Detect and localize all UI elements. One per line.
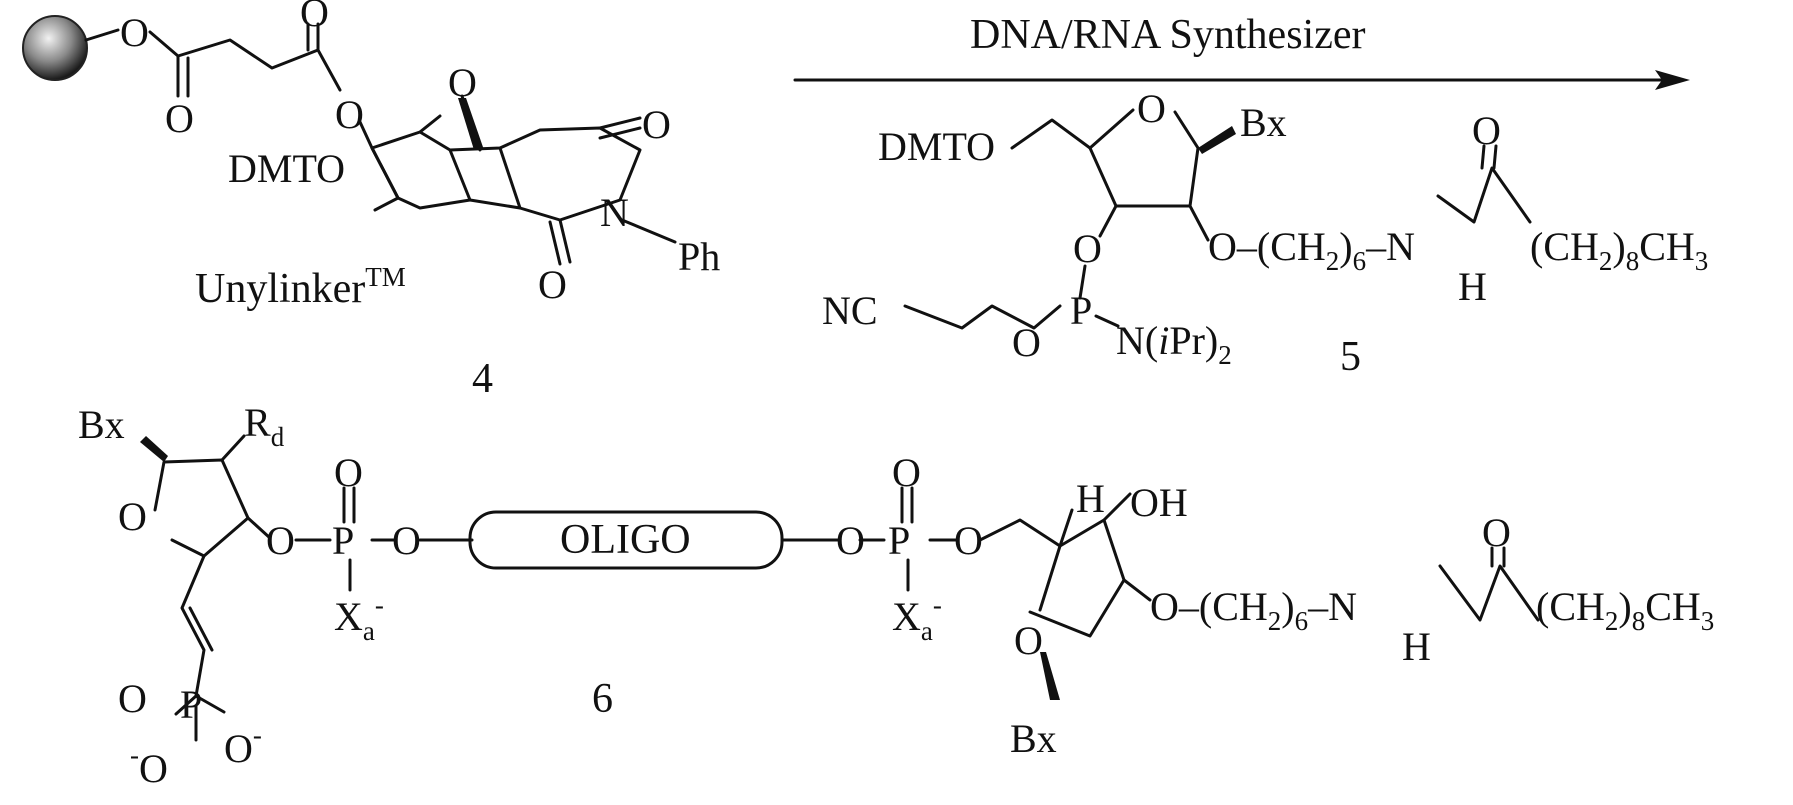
atom-phos-o-left: -O bbox=[130, 740, 168, 791]
atom-o-ester-bead: O bbox=[120, 10, 149, 55]
atom-o-amide-6: O bbox=[1482, 510, 1511, 555]
compound-4-name: UnylinkerTM bbox=[195, 262, 406, 312]
reaction-arrow: DNA/RNA Synthesizer bbox=[795, 12, 1690, 90]
compound-4-number: 4 bbox=[472, 356, 493, 402]
atom-o-cyanoethyl: O bbox=[1012, 320, 1041, 365]
compound-5: DMTO O Bx O P O NC N(iPr)2 O–(CH2)6–N H … bbox=[822, 86, 1708, 380]
atom-bx: Bx bbox=[1240, 100, 1287, 145]
atom-o-before-p-right: O bbox=[836, 518, 865, 563]
atom-o-ring-left: O bbox=[118, 494, 147, 539]
atom-phos-p: P bbox=[180, 682, 202, 727]
arrow-label: DNA/RNA Synthesizer bbox=[970, 12, 1365, 58]
atom-ph: Ph bbox=[678, 234, 720, 279]
atom-r: Rd bbox=[244, 400, 285, 452]
linker-chain-6: O–(CH2)6–N bbox=[1150, 584, 1357, 636]
atom-dmto: DMTO bbox=[228, 146, 345, 191]
atom-n-imide: N bbox=[600, 190, 629, 235]
atom-p-left: P bbox=[332, 518, 354, 563]
atom-nh-h: H bbox=[1458, 264, 1487, 309]
atom-o-amide: O bbox=[1472, 108, 1501, 153]
atom-o3: O bbox=[1073, 226, 1102, 271]
atom-oh: OH bbox=[1130, 480, 1188, 525]
atom-nc: NC bbox=[822, 288, 878, 333]
atom-p: P bbox=[1070, 288, 1092, 333]
atom-dmto: DMTO bbox=[878, 124, 995, 169]
atom-h-top: H bbox=[1076, 476, 1105, 521]
atom-o-bridge: O bbox=[448, 60, 477, 105]
atom-o-ring-right: O bbox=[1014, 618, 1043, 663]
atom-p-right: P bbox=[888, 518, 910, 563]
oligo-label: OLIGO bbox=[560, 517, 691, 563]
atom-o-carbonyl-left: O bbox=[165, 96, 194, 141]
atom-bx-right: Bx bbox=[1010, 716, 1057, 761]
atom-o-after-p-right: O bbox=[954, 518, 983, 563]
fatty-tail-6: (CH2)8CH3 bbox=[1536, 584, 1714, 636]
compound-4: O O O O O DMTO O N Ph O UnylinkerTM 4 bbox=[23, 0, 720, 402]
atom-o-ring: O bbox=[1137, 86, 1166, 131]
fatty-tail: (CH2)8CH3 bbox=[1530, 224, 1708, 276]
atom-phos-o-dbl: O bbox=[118, 676, 147, 721]
linker-chain: O–(CH2)6–N bbox=[1208, 224, 1415, 276]
amine-group: N(iPr)2 bbox=[1116, 318, 1232, 370]
compound-6-number: 6 bbox=[592, 676, 613, 722]
compound-5-number: 5 bbox=[1340, 334, 1361, 380]
atom-o-imide-top: O bbox=[642, 102, 671, 147]
atom-o-link-left: O bbox=[266, 518, 295, 563]
atom-xa-right: Xa- bbox=[892, 590, 942, 646]
compound-6: Bx Rd O O P O O Xa- OLIGO O P O O Xa- H … bbox=[78, 400, 1714, 791]
atom-xa-left: Xa- bbox=[334, 590, 384, 646]
atom-phos-o-right: O- bbox=[224, 720, 262, 771]
atom-bx-left: Bx bbox=[78, 402, 125, 447]
atom-o-carbonyl-right: O bbox=[300, 0, 329, 35]
atom-o-dbl-right: O bbox=[892, 450, 921, 495]
atom-nh-h-6: H bbox=[1402, 624, 1431, 669]
solid-support-bead bbox=[23, 16, 87, 80]
atom-o-after-p-left: O bbox=[392, 518, 421, 563]
atom-o-ester-ring: O bbox=[335, 92, 364, 137]
atom-o-dbl-left: O bbox=[334, 450, 363, 495]
atom-o-imide-bottom: O bbox=[538, 262, 567, 307]
